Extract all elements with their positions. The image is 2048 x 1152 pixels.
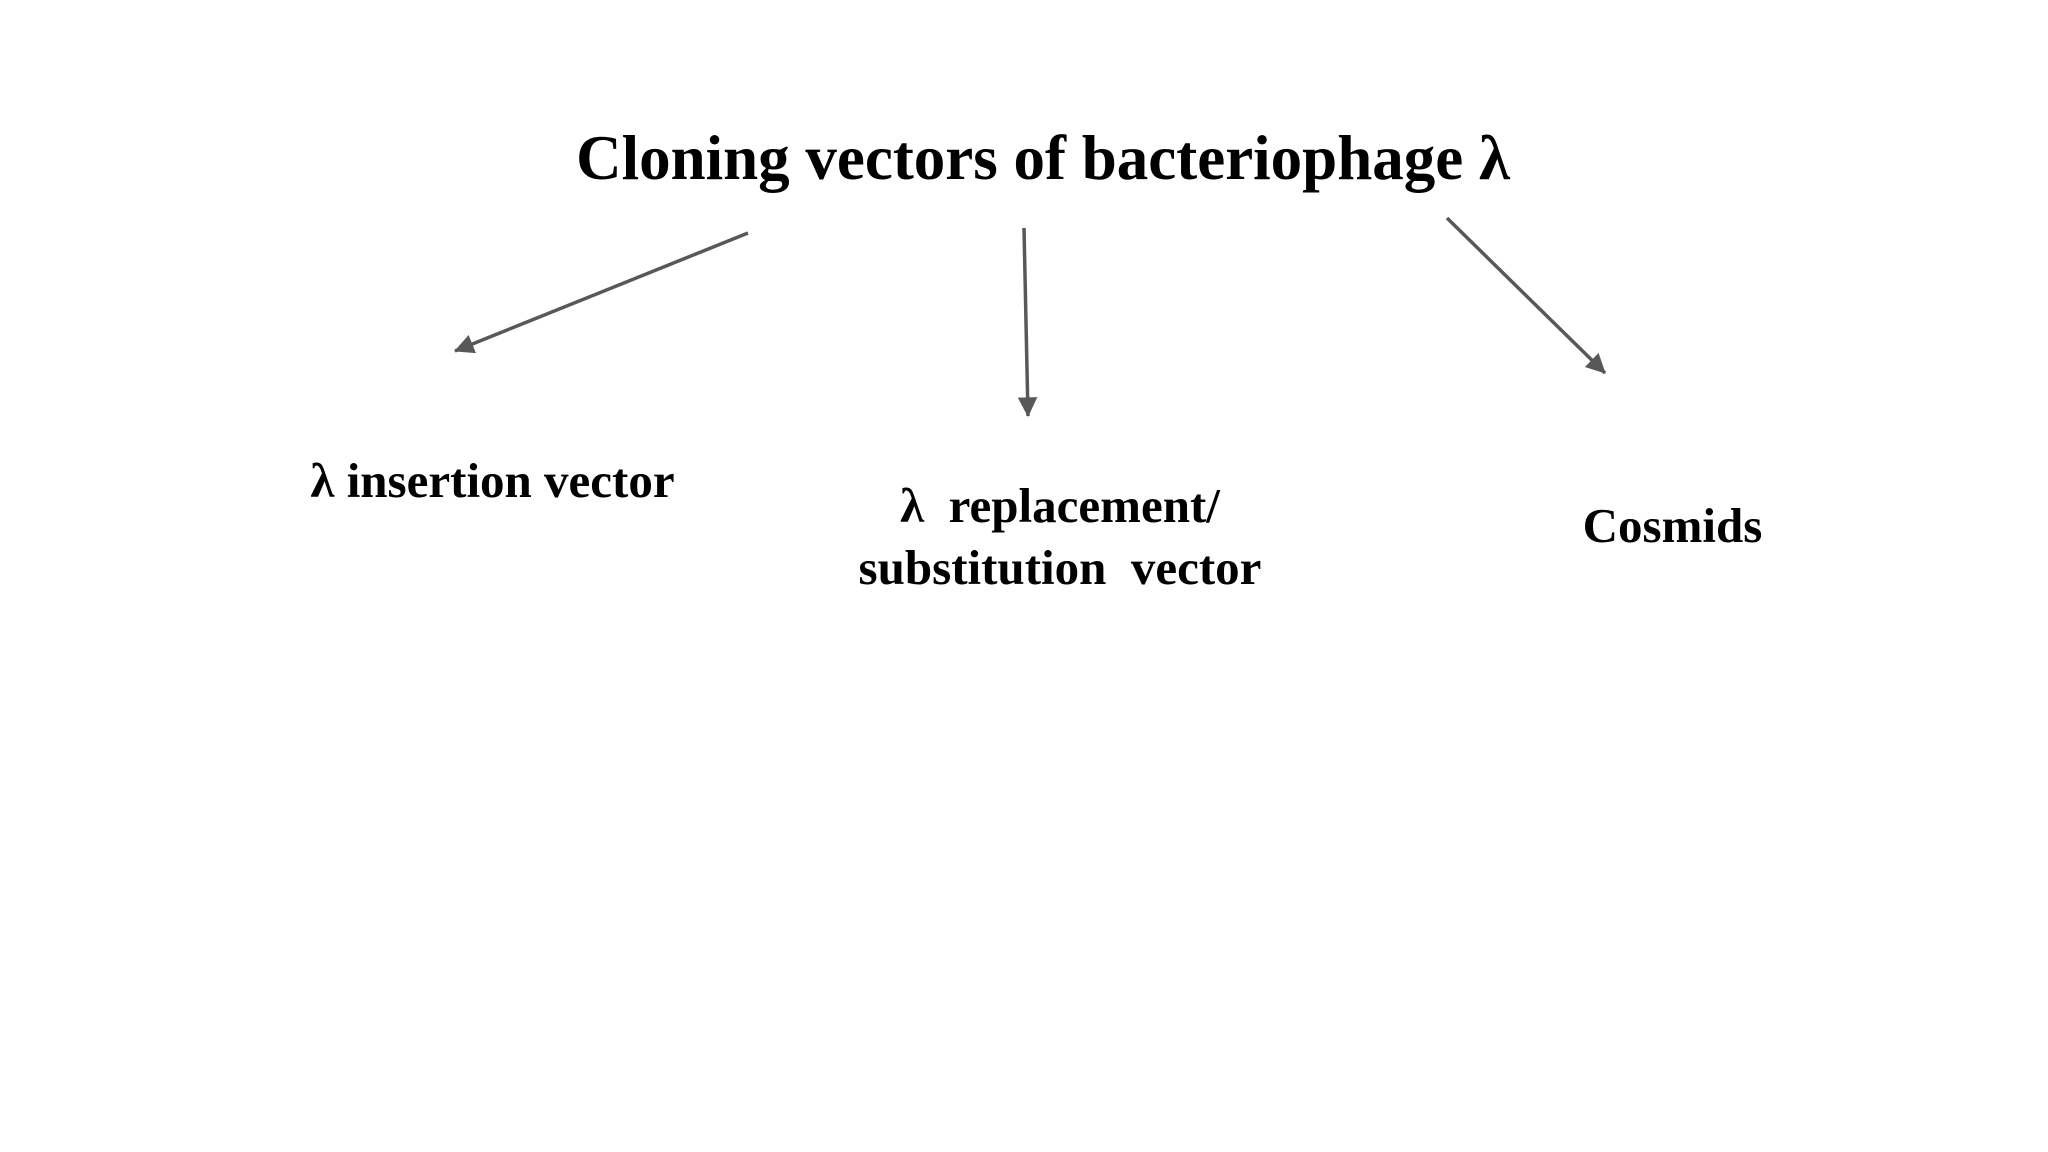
diagram-title: Cloning vectors of bacteriophage λ [576, 123, 1510, 193]
arrow-to-lambda-replacement-vector [1017, 227, 1038, 417]
arrow-to-lambda-insertion-vector [454, 231, 749, 354]
arrow-to-cosmids [1445, 216, 1607, 375]
node-lambda-replacement-substitution-vector: λ replacement/ substitution vector [858, 478, 1262, 595]
node-lambda-insertion-vector: λ insertion vector [310, 453, 675, 508]
node-cosmids: Cosmids [1582, 498, 1763, 553]
